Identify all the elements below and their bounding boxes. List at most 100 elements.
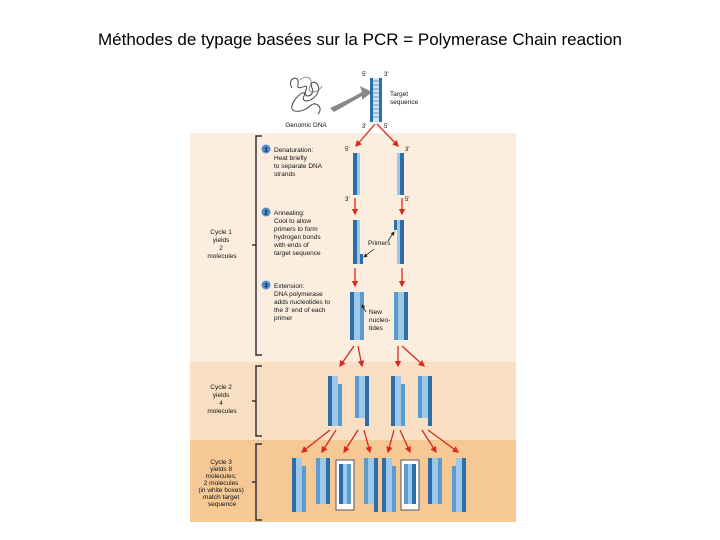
c2m3-strand-b bbox=[401, 384, 405, 426]
c3m5-strand-a bbox=[382, 458, 386, 512]
cycle2-molecule-2 bbox=[355, 376, 369, 426]
c3m2-strand-a bbox=[316, 458, 320, 504]
c3m8-strand-b bbox=[462, 458, 466, 512]
c3m7-strand-a bbox=[428, 458, 432, 504]
target-end-5-top: 5' bbox=[362, 72, 366, 78]
cycle1-bracket bbox=[252, 135, 262, 356]
cycle1-label: Cycle 1 yields 2 molecules bbox=[207, 229, 237, 260]
target-sequence-label: Target sequence bbox=[390, 91, 419, 106]
c3m7-rungs bbox=[432, 458, 438, 504]
denatured-left-end-5: 5' bbox=[345, 147, 349, 153]
cycle3-label: Cycle 3 yields 8 molecules; 2 molecules … bbox=[198, 459, 245, 508]
primer-pointer-right bbox=[387, 231, 395, 242]
c2m3-strand-a bbox=[391, 376, 395, 426]
c2m1-strand-a bbox=[328, 376, 332, 426]
genomic-dna-coil bbox=[290, 77, 321, 115]
new-nucleotides-pointer bbox=[361, 304, 367, 313]
cycle3-molecule-2 bbox=[316, 458, 330, 504]
slide-title: Méthodes de typage basées sur la PCR = P… bbox=[98, 30, 622, 49]
c2m4-strand-b bbox=[428, 376, 432, 426]
denatured-right-end-5: 5' bbox=[405, 197, 409, 203]
annealed-strand-left bbox=[353, 220, 357, 264]
target-dna-rung-lines bbox=[373, 80, 379, 118]
c2m1-strand-b bbox=[338, 384, 342, 426]
c3m5-strand-b bbox=[392, 466, 396, 512]
cycle3-bracket bbox=[252, 443, 262, 521]
primer-left bbox=[360, 254, 363, 264]
c3m2-strand-b bbox=[326, 458, 330, 504]
annealed-strand-right-bases bbox=[397, 220, 400, 264]
denatured-right-end-3: 3' bbox=[405, 147, 409, 153]
target-end-3-top: 3' bbox=[384, 72, 388, 78]
cycle3-molecule-3-boxed bbox=[335, 459, 355, 511]
c2-to-c3-arrow-2 bbox=[321, 429, 337, 454]
step2-text: Annealing: Cool to allow primers to form… bbox=[273, 210, 322, 257]
c3m7-strand-b bbox=[438, 458, 442, 504]
cycle2-molecule-1 bbox=[328, 376, 342, 426]
step2-label: 2 Annealing: Cool to allow primers to fo… bbox=[261, 207, 322, 257]
target-end-5-bottom: 5' bbox=[384, 124, 388, 130]
extended-right-old-strand bbox=[404, 292, 408, 340]
extended-left-new-strand bbox=[360, 292, 364, 340]
denatured-strand-right-bases bbox=[397, 153, 400, 195]
step3-label: 3 Extension: DNA polymerase adds nucleot… bbox=[261, 280, 330, 322]
cycle2-label: Cycle 2 yields 4 molecules bbox=[207, 384, 237, 415]
target-dna-rungs bbox=[373, 78, 379, 122]
split-arrow-left bbox=[355, 123, 376, 147]
cycle3-molecule-7 bbox=[428, 458, 442, 504]
primer-right bbox=[394, 220, 397, 230]
denatured-strand-left-bases bbox=[357, 153, 360, 195]
target-dna-left-strand bbox=[370, 78, 373, 122]
target-dna-right-strand bbox=[379, 78, 382, 122]
cycle2-panel bbox=[190, 362, 516, 440]
c3m4-strand-a bbox=[364, 458, 368, 504]
step3-number: 3 bbox=[264, 284, 268, 290]
extended-right-new-strand bbox=[394, 292, 398, 340]
c3m6-strand-b bbox=[412, 464, 416, 504]
primers-label: Primers bbox=[368, 240, 391, 247]
annealed-strand-left-bases bbox=[357, 220, 360, 264]
c1-to-c2-arrow-4 bbox=[401, 345, 425, 367]
c3m8-rungs bbox=[456, 458, 462, 512]
cycle3-molecule-6-boxed bbox=[400, 459, 420, 511]
c2-to-c3-arrow-5 bbox=[386, 429, 395, 454]
extended-left-old-strand bbox=[350, 292, 354, 340]
denatured-strand-right bbox=[400, 153, 404, 195]
extended-left-rungs bbox=[354, 292, 360, 340]
c3m1-strand-b bbox=[302, 466, 306, 512]
c1-to-c2-arrow-1 bbox=[339, 345, 355, 368]
c2m4-rungs bbox=[422, 376, 428, 418]
c1-to-c2-arrow-2 bbox=[357, 345, 365, 368]
c3m3-rungs bbox=[343, 464, 347, 504]
c2-to-c3-arrow-4 bbox=[363, 429, 372, 454]
cycle3-molecule-8 bbox=[452, 458, 466, 512]
c2m4-strand-a bbox=[418, 376, 422, 418]
split-arrow-right bbox=[376, 123, 399, 147]
primer-pointer-left bbox=[363, 248, 375, 258]
step3-number-badge bbox=[261, 280, 271, 290]
cycle2-bracket bbox=[252, 365, 262, 437]
step2-number-badge bbox=[261, 207, 271, 217]
genomic-dna-label: Genomic DNA bbox=[285, 122, 327, 129]
step2-number: 2 bbox=[264, 211, 268, 217]
step1-number-badge bbox=[261, 144, 271, 154]
c3m4-rungs bbox=[368, 458, 374, 504]
cycle3-molecule-1 bbox=[292, 458, 306, 512]
c2-to-c3-arrow-3 bbox=[343, 429, 359, 454]
step1-text: Denaturation: Heat briefly to separate D… bbox=[274, 147, 324, 178]
step1-number: 1 bbox=[264, 148, 268, 154]
c3m6-rungs bbox=[408, 464, 412, 504]
target-end-3-bottom: 3' bbox=[362, 124, 366, 130]
cycle3-molecule-5 bbox=[382, 458, 396, 512]
extended-dna-right bbox=[394, 292, 408, 340]
c2-to-c3-arrow-7 bbox=[421, 429, 437, 454]
denatured-strand-left bbox=[353, 153, 357, 195]
cycle3-molecule-4 bbox=[364, 458, 378, 512]
c2-to-c3-arrow-6 bbox=[399, 429, 411, 454]
c2m1-rungs bbox=[332, 376, 338, 426]
c3m5-rungs bbox=[386, 458, 392, 512]
extended-right-rungs bbox=[398, 292, 404, 340]
step1-label: 1 Denaturation: Heat briefly to separate… bbox=[261, 144, 324, 178]
c3m4-strand-b bbox=[374, 458, 378, 512]
